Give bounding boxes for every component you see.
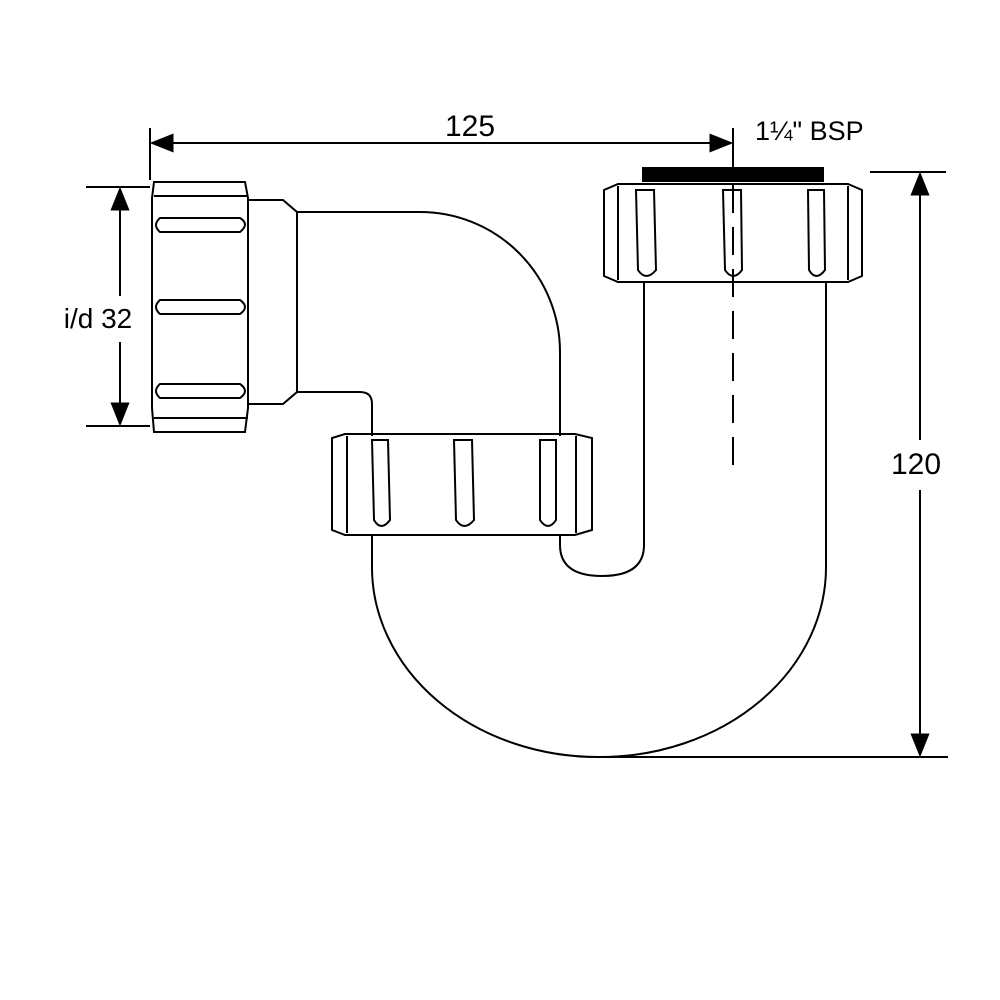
lower-u-outer	[370, 534, 601, 759]
thread-label: 1¼" BSP	[755, 116, 864, 146]
width-label: 125	[445, 110, 495, 143]
diameter-label: i/d 32	[64, 303, 133, 334]
bsp-thread-band	[642, 167, 824, 182]
middle-nut	[331, 433, 593, 536]
height-label: 120	[891, 448, 941, 481]
left-spigot	[248, 199, 298, 405]
upper-bend-inner	[297, 391, 373, 436]
left-nut	[151, 181, 249, 433]
lower-u-inner	[559, 283, 645, 578]
upper-bend-outer	[297, 211, 561, 436]
lower-u-outer-right	[599, 283, 828, 758]
right-nut	[603, 183, 863, 283]
